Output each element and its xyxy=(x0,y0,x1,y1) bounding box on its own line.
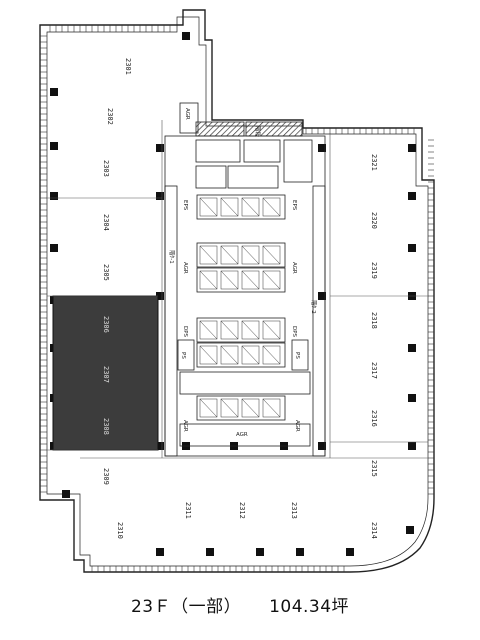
eps-label-left: EPS xyxy=(182,200,188,211)
room-2318: 2318 xyxy=(370,312,378,329)
elevator-cars xyxy=(199,197,281,418)
column xyxy=(408,442,416,450)
column xyxy=(156,192,164,200)
available-space-highlight xyxy=(52,295,159,451)
column xyxy=(50,192,58,200)
room-2308: 2308 xyxy=(102,418,110,435)
room-2314: 2314 xyxy=(370,522,378,539)
room-2302: 2302 xyxy=(106,108,114,125)
room-2313: 2313 xyxy=(290,502,298,519)
elevator-car-mark xyxy=(220,320,239,340)
room-2317: 2317 xyxy=(370,362,378,379)
column xyxy=(206,548,214,556)
floor-label: 23Ｆ（一部） xyxy=(130,597,242,617)
column xyxy=(408,344,416,352)
column xyxy=(50,244,58,252)
column xyxy=(156,548,164,556)
elevator-car-mark xyxy=(199,320,218,340)
column xyxy=(318,144,326,152)
column xyxy=(182,32,190,40)
column xyxy=(318,292,326,300)
dps-label-right: DPS xyxy=(291,326,297,338)
column xyxy=(156,144,164,152)
column xyxy=(156,292,164,300)
elevator-car-mark xyxy=(220,197,239,217)
eps-label-right: EPS xyxy=(291,200,297,211)
elevator-car-mark xyxy=(241,270,260,290)
tenant-partitions xyxy=(47,120,428,459)
ps-label-left: PS xyxy=(180,352,186,359)
column xyxy=(50,88,58,96)
column xyxy=(318,442,326,450)
column xyxy=(256,548,264,556)
floor-caption: 23Ｆ（一部） 104.34坪 xyxy=(0,592,480,617)
building-outline xyxy=(39,9,435,573)
elevator-car-mark xyxy=(199,197,218,217)
core-labels: AGR EPS EPS AGR AGR DPS DPS PS PS AGR AG… xyxy=(168,108,318,438)
room-2320: 2320 xyxy=(370,212,378,229)
building-core xyxy=(164,102,326,457)
room-2321: 2321 xyxy=(370,154,378,171)
room-2310: 2310 xyxy=(116,522,124,539)
elevator-car-mark xyxy=(262,270,281,290)
column xyxy=(408,244,416,252)
column xyxy=(50,142,58,150)
elevator-car-mark xyxy=(199,270,218,290)
room-2311: 2311 xyxy=(184,502,192,519)
elevator-car-mark xyxy=(262,345,281,365)
elevator-car-mark xyxy=(241,320,260,340)
column xyxy=(346,548,354,556)
room-2316: 2316 xyxy=(370,410,378,427)
elevator-car-mark xyxy=(262,245,281,265)
ahu-label-bottom-left: AGR xyxy=(182,420,188,432)
room-2303: 2303 xyxy=(102,160,110,177)
elevator-car-mark xyxy=(220,345,239,365)
elevator-car-mark xyxy=(220,270,239,290)
elevator-car-mark xyxy=(199,345,218,365)
column xyxy=(62,490,70,498)
column xyxy=(296,548,304,556)
ahu-label-bottom-right: AGR xyxy=(294,420,300,432)
ev-hall-2-label: 階ｹ-2 xyxy=(310,300,318,314)
elevator-car-mark xyxy=(262,197,281,217)
window-mullions xyxy=(40,25,434,572)
column xyxy=(408,192,416,200)
room-2312: 2312 xyxy=(238,502,246,519)
room-2315: 2315 xyxy=(370,460,378,477)
ev-hall-1-label: 階ｹ-1 xyxy=(168,250,176,264)
column xyxy=(408,144,416,152)
elevator-car-mark xyxy=(241,197,260,217)
room-2307: 2307 xyxy=(102,366,110,383)
ahu-label-bottom-mid: AGR xyxy=(236,432,248,438)
elevator-car-mark xyxy=(262,320,281,340)
stair-label: 階段 xyxy=(254,126,262,138)
column xyxy=(406,526,414,534)
dps-label-left: DPS xyxy=(182,326,188,338)
elevator-car-mark xyxy=(220,245,239,265)
column xyxy=(156,442,164,450)
elevator-car-mark xyxy=(241,398,260,418)
elevator-car-mark xyxy=(241,245,260,265)
room-2319: 2319 xyxy=(370,262,378,279)
ahu-label-top: AGR xyxy=(184,108,190,120)
room-2301: 2301 xyxy=(124,58,132,75)
room-2309: 2309 xyxy=(102,468,110,485)
room-2306: 2306 xyxy=(102,316,110,333)
room-2304: 2304 xyxy=(102,214,110,231)
room-labels: 2301 2302 2303 2304 2305 2306 2307 2308 … xyxy=(102,58,378,539)
floor-area: 104.34坪 xyxy=(269,597,350,617)
room-2305: 2305 xyxy=(102,264,110,281)
elevator-car-mark xyxy=(220,398,239,418)
elevator-car-mark xyxy=(199,245,218,265)
elevator-car-mark xyxy=(199,398,218,418)
ps-label-right: PS xyxy=(294,352,300,359)
column xyxy=(408,394,416,402)
ahu-label-right: AGR xyxy=(291,262,297,274)
elevator-car-mark xyxy=(241,345,260,365)
ahu-label-left: AGR xyxy=(182,262,188,274)
elevator-car-mark xyxy=(262,398,281,418)
